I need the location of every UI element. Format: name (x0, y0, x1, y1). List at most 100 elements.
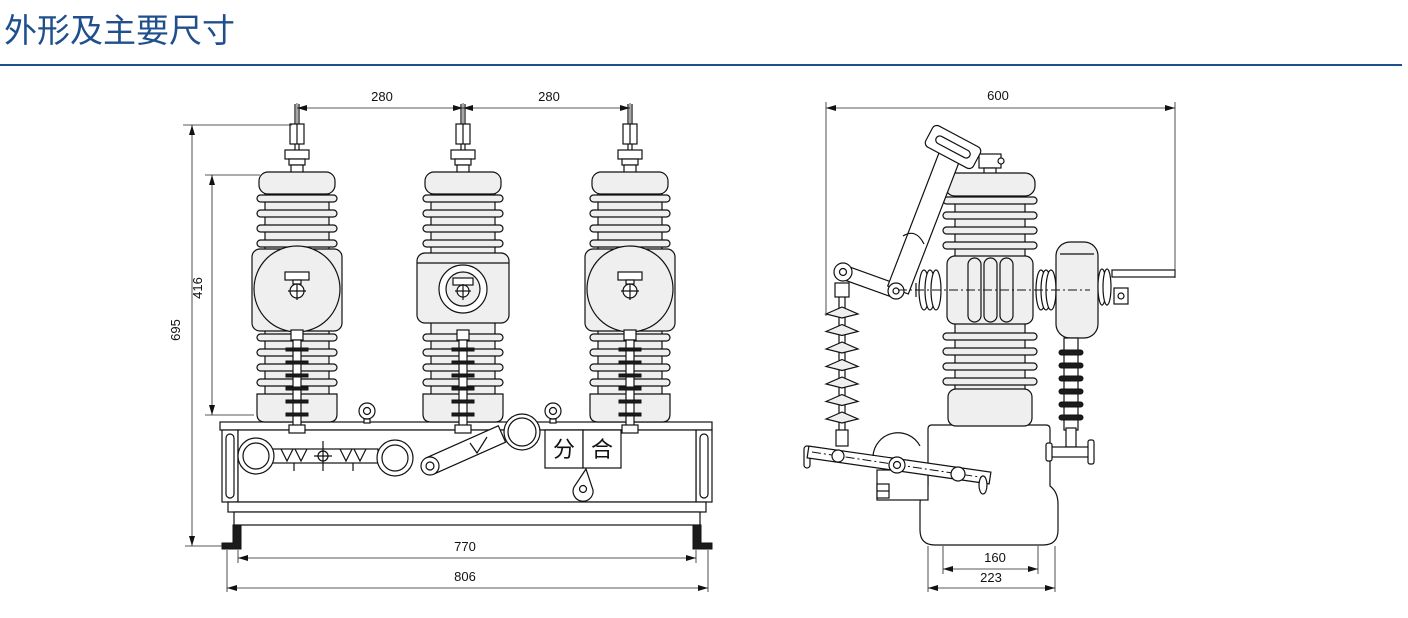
lower-shed (942, 347, 1038, 356)
arrester-shed (824, 393, 860, 407)
lifting-eye (358, 402, 376, 420)
open-indicator-box (544, 429, 584, 469)
rod-band (618, 399, 642, 404)
handle-pivot-pin (892, 287, 900, 295)
terminal-nut (284, 149, 310, 160)
rod-upper-fitting (623, 329, 637, 341)
ct-terminal-ring (1102, 268, 1112, 306)
rod-band (1058, 401, 1084, 408)
arrester-shed (824, 376, 860, 389)
rod-band (285, 360, 309, 365)
left-shaft-bearing-inner (242, 442, 270, 470)
housing-bottom-plate (233, 511, 701, 526)
arrester-top-fitting (834, 282, 850, 298)
shaft-crank-bracket (294, 448, 308, 463)
lower-shed (942, 332, 1038, 341)
arrester-shed (824, 341, 860, 354)
ct-terminal-block (617, 271, 643, 281)
shaft-crank-bracket (353, 448, 367, 463)
surge-arrester (824, 282, 860, 447)
column-bottom-skirt (947, 388, 1033, 427)
dim-text-pole-spacing-left: 280 (371, 89, 393, 104)
linkage-end-eye (978, 475, 988, 495)
rod-band (618, 412, 642, 417)
crank-pivot (833, 262, 853, 282)
upper-shed (422, 194, 504, 203)
rod-upper-fitting (290, 329, 304, 341)
arrester-shed (824, 358, 860, 372)
lever-pivot (420, 456, 440, 476)
front-view (219, 104, 713, 550)
terminal-washer (288, 158, 306, 166)
rod-band (1058, 349, 1084, 356)
top-terminal-screw (997, 157, 1005, 165)
lever-pivot-pin (425, 461, 435, 471)
dim-text-overall-height: 695 (168, 319, 183, 341)
pipe-end-cap (1087, 439, 1095, 465)
insulator-top-cap (591, 171, 669, 195)
ct-terminal-block (284, 271, 310, 281)
right-end-handle (699, 433, 709, 499)
upper-shed (589, 194, 671, 203)
linkage-pivot (888, 456, 906, 474)
rod-band (285, 386, 309, 391)
lifting-eye-hole (362, 406, 372, 416)
terminal-connector-block (1113, 287, 1129, 305)
rod-band (1058, 375, 1084, 382)
front-mechanism (237, 402, 622, 502)
linkage-pin-left (831, 449, 845, 463)
rod-coupling (454, 424, 472, 434)
side-pipe (1049, 446, 1091, 458)
upper-shed (589, 224, 671, 233)
open-indicator-label: 分 (553, 438, 575, 463)
rod-band (451, 386, 475, 391)
rod-coupling (288, 424, 306, 434)
dimension-annotations: 280 280 695 416 770 806 600 160 2 (168, 88, 1176, 592)
handle-pivot (887, 282, 905, 300)
rod-band (618, 373, 642, 378)
handle-top-cap (924, 124, 982, 170)
pipe-flange (1045, 442, 1053, 462)
upper-shed (422, 224, 504, 233)
upper-shed (256, 224, 338, 233)
terminal-nut (450, 149, 476, 160)
operating-arm (833, 124, 982, 300)
insulator-top-cap (258, 171, 336, 195)
page-title: 外形及主要尺寸 (4, 11, 235, 50)
rod-band (285, 347, 309, 352)
lifting-eye (544, 402, 562, 420)
title-underline (0, 64, 1402, 66)
upper-shed (422, 239, 504, 248)
upper-shed (589, 209, 671, 218)
terminal-connector-bolt (1117, 292, 1125, 300)
arrester-shed (824, 306, 860, 319)
spring-drum-inner (507, 417, 537, 447)
rod-band (618, 386, 642, 391)
spring-drum (503, 413, 541, 451)
rod-upper-fitting (456, 329, 470, 341)
ct-terminal-neck (625, 279, 635, 285)
rod-band (451, 399, 475, 404)
right-shaft-bearing-inner (381, 444, 409, 472)
rod-band (451, 347, 475, 352)
indicator-labels: 分 合 (553, 438, 613, 463)
terminal-washer (454, 158, 472, 166)
arrester-bottom-fitting (835, 429, 849, 447)
dim-text-overall-width: 806 (454, 569, 476, 584)
position-pointer-pin (578, 484, 588, 494)
insulator-top-cap (424, 171, 502, 195)
lower-linkage (803, 432, 992, 495)
rod-band (285, 373, 309, 378)
upper-shed (942, 241, 1038, 250)
pole-2 (416, 104, 510, 434)
dim-text-pole-spacing-right: 280 (538, 89, 560, 104)
lifting-eye-stem (549, 418, 557, 424)
mechanism-base-body (919, 424, 1059, 546)
rod-band (1058, 362, 1084, 369)
rod-band (285, 412, 309, 417)
pole-1 (251, 104, 343, 434)
lower-shed (942, 377, 1038, 386)
terminal-washer (621, 158, 639, 166)
left-mounting-foot (221, 524, 242, 550)
rod-band (618, 347, 642, 352)
